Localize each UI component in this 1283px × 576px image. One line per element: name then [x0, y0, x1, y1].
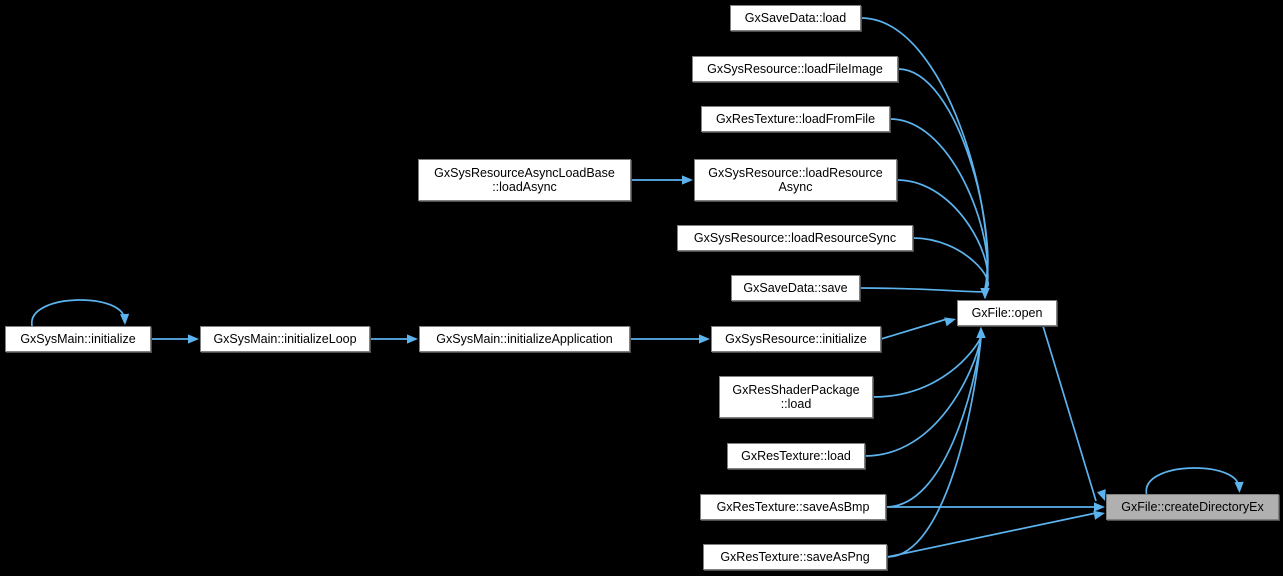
graph-node-label: GxFile::open — [971, 306, 1043, 320]
graph-node-gxsavedata-save[interactable]: GxSaveData::save — [731, 275, 860, 301]
graph-node-label: GxSysResource::loadFileImage — [707, 62, 883, 76]
graph-node-gxsavedata-load[interactable]: GxSaveData::load — [730, 5, 861, 31]
graph-node-label: GxSaveData::load — [744, 11, 847, 25]
graph-node-gxsysmain-initialize[interactable]: GxSysMain::initialize — [5, 326, 151, 352]
graph-node-label: GxResTexture::load — [741, 449, 851, 463]
edge-arrowhead — [188, 334, 199, 344]
edge-arrowhead — [944, 317, 956, 327]
edge-arrowhead — [976, 327, 986, 338]
edge-arrowhead — [1097, 489, 1106, 501]
edge-gxsysresource-loadresourcesync-to-gxfile-open — [912, 237, 989, 290]
graph-node-label: GxSysResource::loadResourceSync — [693, 231, 897, 245]
edge-gxsysresource-loadfileimage-to-gxfile-open — [897, 68, 989, 290]
edge-arrowhead — [1234, 481, 1244, 493]
graph-node-label: GxSysMain::initialize — [20, 332, 136, 346]
graph-node-label: GxSysResource::loadResource Async — [708, 166, 883, 194]
edge-gxrestexture-loadfromfile-to-gxfile-open — [889, 118, 989, 290]
graph-node-label: GxSaveData::save — [743, 281, 848, 295]
edge-gxresshaderpackage-load-to-gxfile-open — [872, 336, 982, 398]
edge-gxrestexture-saveaspng-to-gxfile-open — [886, 336, 982, 558]
edge-arrowhead — [682, 175, 693, 185]
edge-arrowhead — [980, 288, 990, 299]
graph-node-gxsysresource-loadresourcesync[interactable]: GxSysResource::loadResourceSync — [677, 225, 913, 251]
edge-gxsavedata-save-to-gxfile-open — [859, 287, 988, 293]
edge-gxrestexture-saveasbmp-to-gxfile-open — [885, 336, 982, 508]
graph-node-gxsysmain-initializeloop[interactable]: GxSysMain::initializeLoop — [200, 326, 370, 352]
graph-node-label: GxResTexture::saveAsBmp — [716, 500, 870, 514]
graph-node-gxsysresource-loadfileimage[interactable]: GxSysResource::loadFileImage — [692, 56, 898, 82]
edge-gxfile-open-to-gxfile-createdirectoryex — [1042, 325, 1097, 502]
edge-arrowhead — [1093, 510, 1105, 520]
graph-node-gxfile-createdirectoryex[interactable]: GxFile::createDirectoryEx — [1106, 494, 1279, 520]
graph-node-gxsysresource-initialize[interactable]: GxSysResource::initialize — [711, 326, 881, 352]
graph-node-label: GxFile::createDirectoryEx — [1121, 500, 1264, 514]
graph-node-label: GxResTexture::saveAsPng — [720, 550, 870, 564]
graph-node-gxrestexture-saveasbmp[interactable]: GxResTexture::saveAsBmp — [700, 494, 886, 520]
graph-node-label: GxSysMain::initializeLoop — [213, 332, 357, 346]
edge-gxrestexture-load-to-gxfile-open — [864, 336, 982, 457]
graph-node-label: GxResShaderPackage ::load — [732, 383, 860, 411]
edge-arrowhead — [407, 334, 418, 344]
graph-node-label: GxSysMain::initializeApplication — [436, 332, 613, 346]
graph-node-gxrestexture-load[interactable]: GxResTexture::load — [727, 443, 865, 469]
graph-node-gxsysmain-initializeapp[interactable]: GxSysMain::initializeApplication — [419, 326, 630, 352]
edge-gxfile-createdirectoryex-to-gxfile-createdirectoryex — [1145, 467, 1240, 495]
edge-gxrestexture-saveaspng-to-gxfile-createdirectoryex — [886, 512, 1097, 558]
graph-node-gxsysresource-loadresourceasync[interactable]: GxSysResource::loadResource Async — [694, 159, 897, 201]
graph-node-gxrestexture-saveaspng[interactable]: GxResTexture::saveAsPng — [703, 544, 887, 570]
graph-node-label: GxSysResourceAsyncLoadBase ::loadAsync — [434, 166, 615, 194]
graph-node-label: GxResTexture::loadFromFile — [715, 112, 876, 126]
graph-node-gxrestexture-loadfromfile[interactable]: GxResTexture::loadFromFile — [701, 106, 890, 132]
edge-arrowhead — [1094, 502, 1105, 512]
edge-arrowhead — [120, 313, 130, 325]
graph-node-gxfile-open[interactable]: GxFile::open — [957, 300, 1057, 326]
edge-arrowhead — [699, 334, 710, 344]
edge-gxsysresource-initialize-to-gxfile-open — [880, 318, 948, 340]
graph-node-label: GxSysResource::initialize — [725, 332, 867, 346]
graph-node-gxsysresourceasync-loadasync[interactable]: GxSysResourceAsyncLoadBase ::loadAsync — [418, 159, 631, 201]
edge-gxsysmain-initialize-to-gxsysmain-initialize — [31, 299, 125, 327]
graph-node-gxresshaderpackage-load[interactable]: GxResShaderPackage ::load — [719, 376, 873, 418]
